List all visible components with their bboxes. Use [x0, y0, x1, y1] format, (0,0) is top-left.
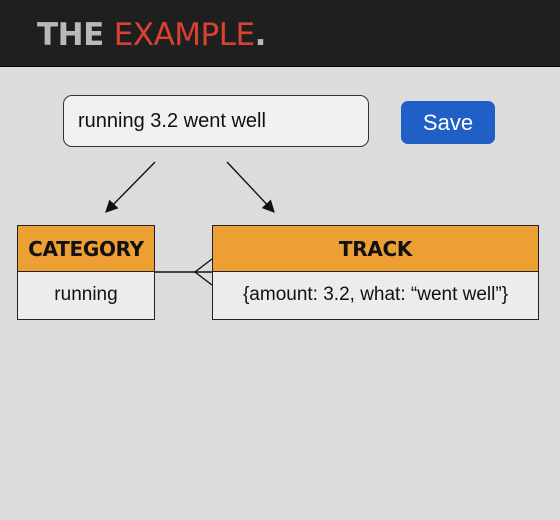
crows-foot-marker — [193, 258, 213, 286]
logo-dot: . — [254, 17, 267, 53]
arrow-to-category — [105, 161, 156, 213]
category-table-title: CATEGORY — [18, 226, 154, 272]
category-table-value: running — [54, 284, 118, 305]
logo-word-the: THE — [37, 17, 104, 53]
save-button[interactable]: Save — [401, 101, 495, 144]
entry-input[interactable] — [63, 95, 369, 147]
track-table: TRACK {amount: 3.2, what: “went well”} — [212, 225, 539, 320]
arrow-to-track — [226, 161, 275, 213]
logo-word-example: EXAMPLE — [113, 17, 255, 53]
category-table: CATEGORY running — [17, 225, 155, 320]
track-table-value: {amount: 3.2, what: “went well”} — [242, 284, 509, 305]
track-table-title: TRACK — [213, 226, 538, 272]
